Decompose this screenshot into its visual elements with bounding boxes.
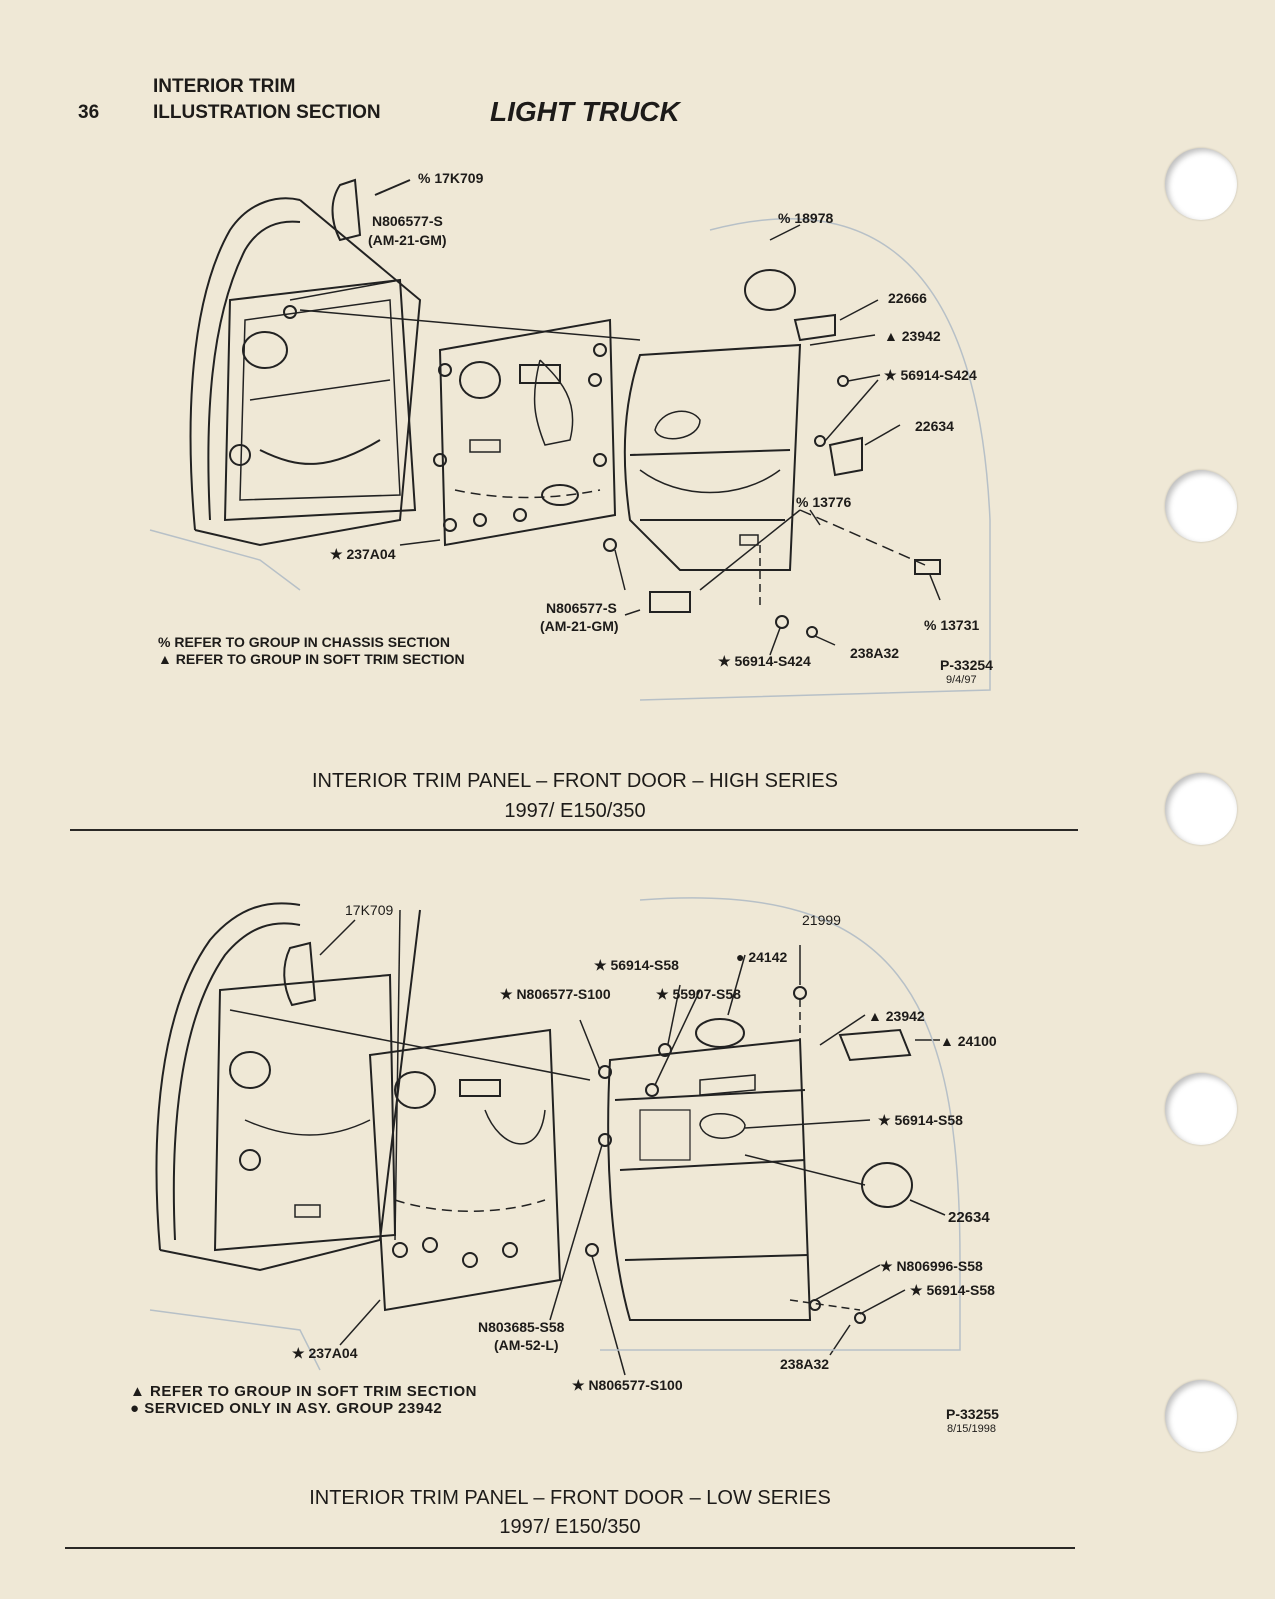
figure1-date: 9/4/97 xyxy=(946,674,977,686)
callout-24142: ● 24142 xyxy=(736,949,788,965)
figure2-caption-title: INTERIOR TRIM PANEL – FRONT DOOR – LOW S… xyxy=(309,1487,831,1509)
callout-238A32: 238A32 xyxy=(850,645,900,661)
callout-24100: ▲ 24100 xyxy=(940,1033,997,1049)
callout-17K709: % 17K709 xyxy=(418,170,484,186)
figure2-note-soft-trim: ▲ REFER TO GROUP IN SOFT TRIM SECTION xyxy=(130,1383,477,1400)
callout-17K709: 17K709 xyxy=(345,902,394,918)
page-title: LIGHT TRUCK xyxy=(490,96,680,127)
figure2-caption-model: 1997/ E150/350 xyxy=(499,1516,641,1538)
figure1-caption-model: 1997/ E150/350 xyxy=(504,800,646,822)
figure2-divider xyxy=(65,1547,1075,1549)
callout-N806577-S-top: N806577-S xyxy=(372,213,443,229)
binder-hole xyxy=(1165,1073,1237,1145)
callout-22666: 22666 xyxy=(888,290,927,306)
figure1-caption-title: INTERIOR TRIM PANEL – FRONT DOOR – HIGH … xyxy=(311,770,838,792)
callout-237A04: ★ 237A04 xyxy=(330,546,396,562)
binder-hole xyxy=(1165,470,1237,542)
callout-21999: 21999 xyxy=(802,912,841,928)
callout-22634: 22634 xyxy=(915,418,954,434)
binder-hole xyxy=(1165,1380,1237,1452)
binder-hole xyxy=(1165,773,1237,845)
callout-56914-S58-bottom: ★ 56914-S58 xyxy=(910,1282,995,1298)
section-title-line2: ILLUSTRATION SECTION xyxy=(153,102,381,123)
section-title-line1: INTERIOR TRIM xyxy=(153,76,296,97)
callout-56914-S58-mid: ★ 56914-S58 xyxy=(878,1112,963,1128)
callout-N806577-S100-bottom: ★ N806577-S100 xyxy=(572,1377,683,1393)
figure1-part-code: P-33254 xyxy=(940,657,993,673)
page-number: 36 xyxy=(78,102,100,123)
callout-N806577-S-bottom: N806577-S xyxy=(546,600,617,616)
callout-AM-21-GM-bottom: (AM-21-GM) xyxy=(540,618,619,634)
figure2-note-serviced: ● SERVICED ONLY IN ASY. GROUP 23942 xyxy=(130,1400,443,1417)
binder-hole xyxy=(1165,148,1237,220)
callout-AM-21-GM-top: (AM-21-GM) xyxy=(368,232,447,248)
figure2-date: 8/15/1998 xyxy=(947,1423,996,1435)
callout-13776: % 13776 xyxy=(796,494,852,510)
callout-23942: ▲ 23942 xyxy=(884,328,941,344)
figure1-divider xyxy=(70,829,1078,831)
callout-55907-S58: ★ 55907-S58 xyxy=(656,986,741,1002)
callout-N806996-S58: ★ N806996-S58 xyxy=(880,1258,983,1274)
callout-56914-S424-right: ★ 56914-S424 xyxy=(884,367,977,383)
callout-N806577-S100-top: ★ N806577-S100 xyxy=(500,986,611,1002)
callout-56914-S424-bottom: ★ 56914-S424 xyxy=(718,653,811,669)
callout-13731: % 13731 xyxy=(924,617,980,633)
callout-N803685-S58: N803685-S58 xyxy=(478,1319,565,1335)
callout-AM-52-L: (AM-52-L) xyxy=(494,1337,559,1353)
figure1-drawing xyxy=(149,178,991,701)
figure1-note-chassis: % REFER TO GROUP IN CHASSIS SECTION xyxy=(158,634,450,650)
callout-238A32: 238A32 xyxy=(780,1356,830,1372)
callout-56914-S58-top: ★ 56914-S58 xyxy=(594,957,679,973)
callout-22634: 22634 xyxy=(948,1209,990,1226)
callout-237A04: ★ 237A04 xyxy=(292,1345,358,1361)
figure1-note-soft-trim: ▲ REFER TO GROUP IN SOFT TRIM SECTION xyxy=(158,651,465,667)
callout-18978: % 18978 xyxy=(778,210,834,226)
callout-23942: ▲ 23942 xyxy=(868,1008,925,1024)
figure2-part-code: P-33255 xyxy=(946,1406,999,1422)
